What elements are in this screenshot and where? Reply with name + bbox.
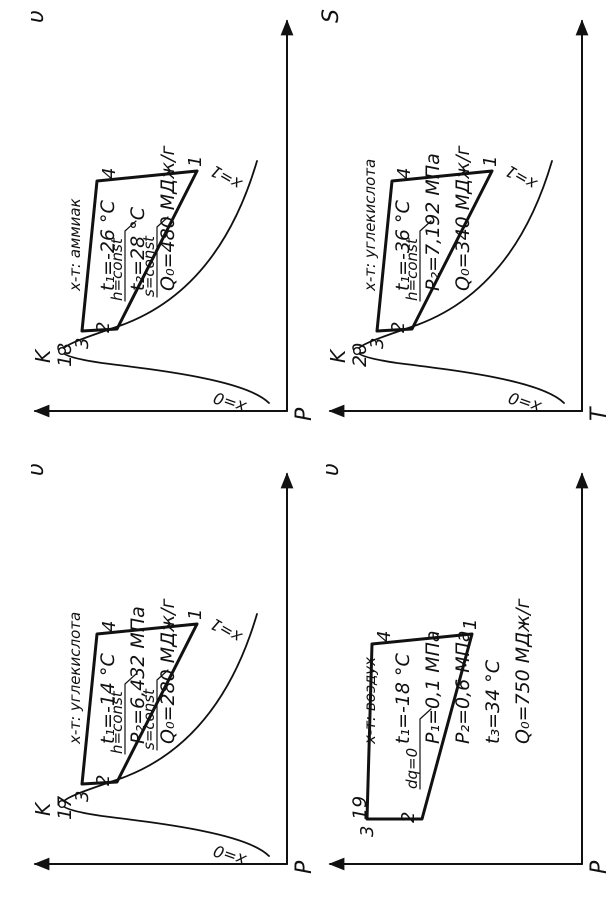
process-label: h=const (403, 237, 421, 301)
process-label: h=const (108, 690, 126, 754)
point-k-label: K (31, 348, 55, 363)
point-1-label: 1 (460, 619, 481, 630)
process-label: h=const (108, 237, 126, 301)
point-4-label: 4 (394, 168, 415, 179)
cycle-path (375, 169, 494, 333)
curve-x1-label: x=1 (207, 161, 246, 194)
critical-point-k (58, 800, 67, 809)
param-line: Q₀=480 МДж/г (157, 144, 179, 291)
point-2-label: 2 (93, 322, 114, 333)
process-label-underline (124, 673, 137, 755)
param-line: Q₀=280 МДж/г (157, 597, 179, 744)
param-line: t₂=28 °С (127, 206, 149, 291)
point-2-label: 2 (398, 812, 419, 823)
critical-point-k (58, 346, 67, 355)
cycle-path (80, 169, 199, 333)
param-line: P₂=7,192 МПа (422, 153, 444, 291)
param-line: P₂=6,432 МПа (127, 606, 149, 744)
cycle-path (365, 632, 474, 821)
y-axis-label: P (292, 860, 317, 874)
point-1-label: 1 (185, 156, 206, 167)
working-fluid-label: x-т: углекислота (361, 159, 379, 292)
param-line: t₃=34 °С (482, 659, 504, 744)
point-1-label: 1 (480, 156, 501, 167)
param-line: t₁=-36 °С (392, 199, 414, 291)
x-axis-label: υ (24, 10, 49, 23)
point-3-label: 3 (367, 338, 388, 349)
curve-x1-label: x=1 (207, 614, 246, 647)
point-2-label: 2 (93, 775, 114, 786)
curve-x0-label: x=0 (506, 388, 545, 418)
critical-point-k (353, 346, 362, 355)
curve-x1-label: x=1 (502, 161, 541, 194)
working-fluid-label: x-т: углекислота (66, 612, 84, 745)
point-4-label: 4 (99, 621, 120, 632)
param-line: t₁=-14 °С (97, 652, 119, 744)
param-line: Q₀=340 МДж/г (452, 144, 474, 291)
param-line: P₁=0,1 МПа (422, 630, 444, 744)
y-axis-label: P (587, 860, 606, 874)
working-fluid-label: x-т: воздух (361, 657, 379, 745)
x-axis-label: υ (24, 463, 49, 476)
curve-x0-label: x=0 (211, 841, 250, 871)
y-axis-label: T (587, 406, 606, 421)
process-label: s=const (140, 235, 158, 297)
panel-number: 19 (349, 796, 371, 820)
point-1-label: 1 (185, 609, 206, 620)
process-label: dq=0 (403, 748, 421, 789)
x-axis-label: S (319, 9, 344, 23)
point-2-label: 2 (388, 322, 409, 333)
process-label-underline (156, 216, 169, 298)
point-k-label: K (31, 801, 55, 816)
point-4-label: 4 (374, 631, 395, 642)
working-fluid-label: x-т: аммиак (66, 198, 84, 292)
x-axis-label: υ (319, 463, 344, 476)
param-line: t₁=-26 °С (97, 199, 119, 291)
process-label-underline (419, 708, 432, 790)
param-line: P₂=0,6 МПа (452, 630, 474, 744)
y-axis-label: P (292, 407, 317, 421)
process-label: s=const (140, 688, 158, 750)
panel-19: Pυ 19 1 2 3 4 dq=0 x-т: воздух t₁=-18 °С P₁=0,1 М… (319, 463, 606, 874)
point-k-label: K (326, 348, 350, 363)
process-label-underline (419, 220, 432, 302)
process-label-underline (124, 220, 137, 302)
process-label-underline (156, 669, 169, 751)
point-4-label: 4 (99, 168, 120, 179)
param-line: Q₀=750 МДж/г (512, 597, 534, 744)
point-3-label: 3 (357, 826, 378, 837)
curve-x0-label: x=0 (211, 388, 250, 418)
point-3-label: 3 (72, 338, 93, 349)
point-3-label: 3 (72, 791, 93, 802)
param-line: t₁=-18 °С (392, 652, 414, 744)
cycle-path (80, 622, 199, 786)
